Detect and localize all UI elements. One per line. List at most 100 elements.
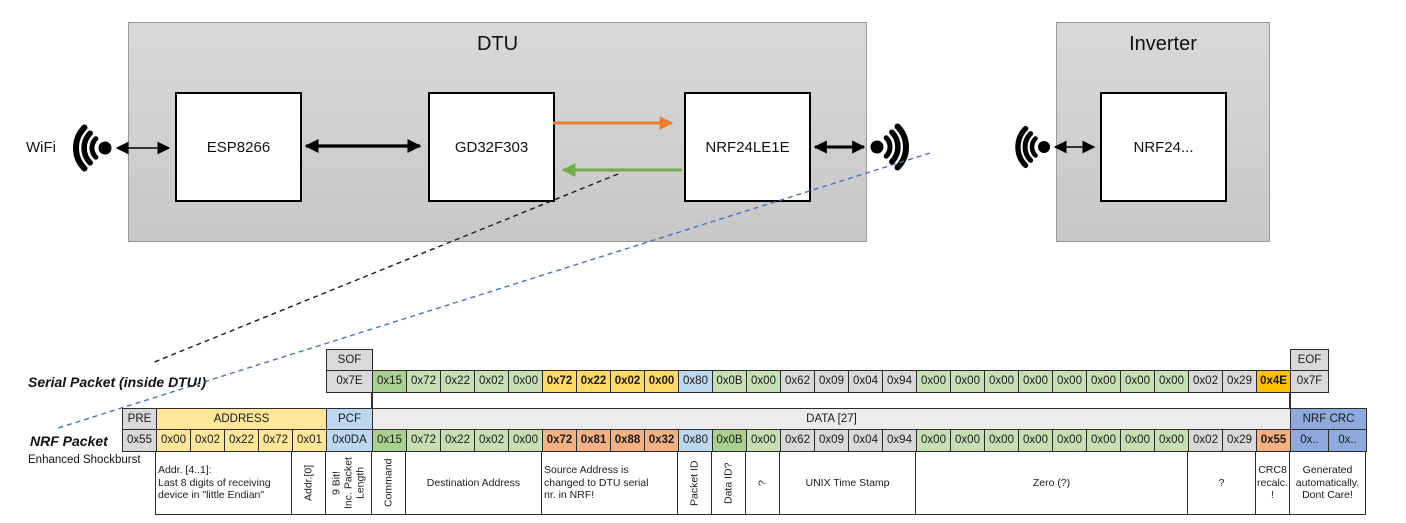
node-esp8266-label: ESP8266	[206, 138, 271, 156]
address-byte-cell: 0x02	[190, 429, 225, 452]
annotation-cell: Addr.[0]	[291, 451, 326, 515]
annotation-cell: 9 Bit! Inc. Packet Length	[325, 451, 372, 515]
annotation-cell: Zero (?)	[915, 451, 1188, 515]
serial-byte-cell: 0x00	[1120, 370, 1155, 393]
serial-byte-cell: 0x22	[576, 370, 611, 393]
pre-byte: 0x55	[122, 429, 157, 452]
eof-byte: 0x7F	[1290, 370, 1329, 393]
sof-byte: 0x7E	[326, 370, 373, 393]
nrf-header-row: PRE ADDRESS PCF DATA [27] NRF CRC	[122, 408, 1367, 431]
nrf-byte-cell: 0x55	[1256, 429, 1291, 452]
address-byte-cell: 0x00	[156, 429, 191, 452]
serial-byte-cell: 0x00	[1154, 370, 1189, 393]
serial-byte-cell: 0x4E	[1256, 370, 1291, 393]
serial-byte-cell: 0x00	[984, 370, 1019, 393]
node-gd32f303: GD32F303	[428, 92, 555, 202]
nrf-byte-cell: 0x00	[984, 429, 1019, 452]
nrf-byte-cell: 0x15	[372, 429, 407, 452]
annotation-cell: Command	[371, 451, 406, 515]
serial-byte-cell: 0x00	[950, 370, 985, 393]
nrf-byte-cell: 0x00	[1086, 429, 1121, 452]
inverter-group-box: Inverter	[1056, 22, 1270, 242]
dtu-title: DTU	[476, 33, 519, 55]
serial-byte-cell: 0x62	[780, 370, 815, 393]
nrf-byte-cell: 0x22	[440, 429, 475, 452]
inverter-title: Inverter	[1129, 33, 1197, 55]
serial-byte-cell: 0x94	[882, 370, 917, 393]
serial-byte-cell: 0x72	[406, 370, 441, 393]
nrf-byte-cell: 0x00	[916, 429, 951, 452]
nrf-crc-cell: 0x..	[1290, 429, 1329, 452]
annotation-cell: Packet ID	[677, 451, 712, 515]
enhanced-shockburst-label: Enhanced Shockburst	[28, 454, 141, 466]
nrf-byte-cell: 0x29	[1222, 429, 1257, 452]
serial-byte-cell: 0x15	[372, 370, 407, 393]
annotation-cell: Source Address is changed to DTU serial …	[541, 451, 678, 515]
serial-byte-cell: 0x22	[440, 370, 475, 393]
nrf-crc-header: NRF CRC	[1290, 408, 1367, 431]
node-nrf24le1e-label: NRF24LE1E	[705, 138, 790, 156]
nrf-byte-cell: 0x00	[1018, 429, 1053, 452]
wifi-icon-dtu-right	[870, 123, 909, 171]
serial-byte-cell: 0x09	[814, 370, 849, 393]
nrf-byte-cell: 0x00	[1052, 429, 1087, 452]
node-nrf24le1e: NRF24LE1E	[684, 92, 811, 202]
node-inverter-nrf24: NRF24...	[1100, 92, 1227, 202]
address-byte-cell: 0x01	[292, 429, 327, 452]
nrf-byte-cell: 0x94	[882, 429, 917, 452]
nrf-byte-cell: 0x09	[814, 429, 849, 452]
serial-byte-cell: 0x0B	[712, 370, 747, 393]
annotation-cell: Addr. [4..1]: Last 8 digits of receiving…	[155, 451, 292, 515]
sof-header: SOF	[326, 349, 373, 372]
node-gd32f303-label: GD32F303	[454, 138, 529, 156]
pcf-header: PCF	[326, 408, 373, 431]
serial-sof-header-row: SOF	[326, 349, 373, 372]
node-esp8266: ESP8266	[175, 92, 302, 202]
annotation-cell: ?	[745, 451, 780, 515]
nrf-byte-cell: 0x00	[950, 429, 985, 452]
annotation-cell: Data ID?	[711, 451, 746, 515]
nrf-byte-cell: 0x00	[1154, 429, 1189, 452]
serial-byte-cell: 0x00	[746, 370, 781, 393]
nrf-byte-cell: 0x80	[678, 429, 713, 452]
nrf-packet-label: NRF Packet	[30, 433, 108, 449]
serial-byte-cell: 0x04	[848, 370, 883, 393]
dashed-line-serial-link	[151, 173, 619, 364]
nrf-byte-cell: 0x00	[746, 429, 781, 452]
annotation-cell: Generated automatically. Dont Care!	[1289, 451, 1366, 515]
address-byte-cell: 0x72	[258, 429, 293, 452]
annotation-cell: UNIX Time Stamp	[779, 451, 916, 515]
address-byte-cell: 0x22	[224, 429, 259, 452]
wifi-label: WiFi	[26, 139, 56, 156]
nrf-byte-cell: 0x0B	[712, 429, 747, 452]
serial-byte-cell: 0x00	[1018, 370, 1053, 393]
annotation-row: Addr. [4..1]: Last 8 digits of receiving…	[155, 451, 1366, 515]
address-header: ADDRESS	[156, 408, 327, 431]
serial-byte-cell: 0x02	[610, 370, 645, 393]
pre-header: PRE	[122, 408, 157, 431]
nrf-byte-cell: 0x72	[542, 429, 577, 452]
nrf-byte-cell: 0x88	[610, 429, 645, 452]
nrf-byte-cell: 0x62	[780, 429, 815, 452]
annotation-cell: CRC8 recalc. !	[1255, 451, 1290, 515]
wifi-icon-inverter	[1015, 125, 1050, 169]
eof-header: EOF	[1290, 349, 1329, 372]
serial-byte-cell: 0x29	[1222, 370, 1257, 393]
serial-byte-cell: 0x00	[644, 370, 679, 393]
nrf-byte-cell: 0x72	[406, 429, 441, 452]
nrf-crc-cell: 0x..	[1328, 429, 1367, 452]
serial-byte-cell: 0x00	[1052, 370, 1087, 393]
nrf-byte-cell: 0x04	[848, 429, 883, 452]
annotation-cell: ?	[1187, 451, 1256, 515]
serial-byte-cell: 0x02	[1188, 370, 1223, 393]
nrf-byte-cell: 0x02	[1188, 429, 1223, 452]
serial-byte-cell: 0x02	[474, 370, 509, 393]
serial-byte-cell: 0x00	[1086, 370, 1121, 393]
nrf-byte-cell: 0x81	[576, 429, 611, 452]
annotation-cell: Destination Address	[405, 451, 542, 515]
nrf-byte-cell: 0x32	[644, 429, 679, 452]
